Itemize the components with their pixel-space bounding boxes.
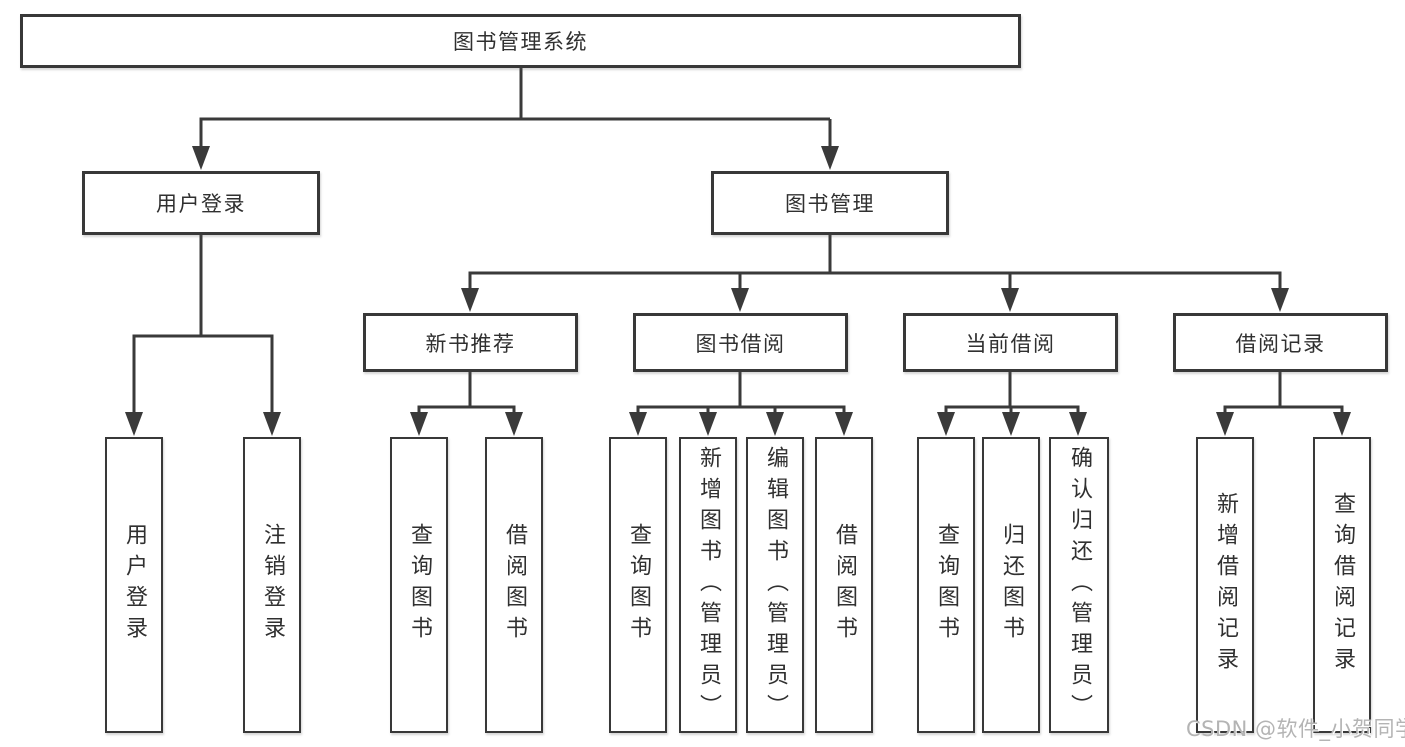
node-book-mgmt: 图书管理 bbox=[711, 171, 949, 235]
node-book-mgmt-label: 图书管理 bbox=[785, 192, 875, 216]
arrowhead bbox=[629, 412, 647, 436]
arrowhead bbox=[699, 412, 717, 436]
connector-current-bus bbox=[944, 372, 1080, 417]
arrowhead bbox=[766, 412, 784, 436]
connector-root-bus bbox=[199, 68, 832, 150]
node-new-book-rec-label: 新书推荐 bbox=[425, 331, 516, 356]
arrowhead bbox=[1001, 288, 1019, 312]
leaf-records-query-label: 查询借阅记录 bbox=[1330, 492, 1355, 678]
node-book-borrow-label: 图书借阅 bbox=[695, 331, 786, 356]
leaf-borrow-query: 查询图书 bbox=[609, 437, 667, 733]
leaf-current-confirm: 确认归还（管理员） bbox=[1049, 437, 1109, 733]
leaf-records-add: 新增借阅记录 bbox=[1196, 437, 1254, 733]
leaf-logout: 注销登录 bbox=[243, 437, 301, 733]
node-borrow-records: 借阅记录 bbox=[1173, 313, 1388, 372]
leaf-newbook-borrow: 借阅图书 bbox=[485, 437, 543, 733]
arrowhead bbox=[835, 412, 853, 436]
leaf-borrow-borrow-label: 借阅图书 bbox=[832, 523, 857, 647]
leaf-logout-label: 注销登录 bbox=[260, 523, 285, 647]
arrowheads bbox=[125, 146, 1351, 436]
connector-user-bus bbox=[132, 235, 274, 416]
connector-borrow-bus bbox=[636, 372, 846, 417]
leaf-newbook-query-label: 查询图书 bbox=[407, 523, 432, 647]
node-current-borrow-label: 当前借阅 bbox=[965, 331, 1056, 356]
leaf-borrow-edit-label: 编辑图书（管理员） bbox=[763, 445, 788, 725]
connector-lines bbox=[132, 68, 1344, 417]
node-root-label: 图书管理系统 bbox=[453, 30, 588, 54]
leaf-borrow-edit: 编辑图书（管理员） bbox=[746, 437, 804, 733]
arrowhead bbox=[1271, 288, 1289, 312]
connector-bookmgmt-bus bbox=[468, 235, 1282, 294]
arrowhead bbox=[125, 412, 143, 436]
node-new-book-rec: 新书推荐 bbox=[363, 313, 578, 372]
node-current-borrow: 当前借阅 bbox=[903, 313, 1118, 372]
leaf-borrow-add: 新增图书（管理员） bbox=[679, 437, 737, 733]
arrowhead bbox=[1333, 412, 1351, 436]
arrowhead bbox=[1069, 412, 1087, 436]
leaf-newbook-borrow-label: 借阅图书 bbox=[502, 523, 527, 647]
arrowhead bbox=[192, 146, 210, 170]
leaf-current-return: 归还图书 bbox=[982, 437, 1040, 733]
node-book-borrow: 图书借阅 bbox=[633, 313, 848, 372]
leaf-user-login-label: 用户登录 bbox=[122, 523, 147, 647]
leaf-borrow-add-label: 新增图书（管理员） bbox=[696, 445, 721, 725]
csdn-watermark: CSDN @软件_小贺同学 bbox=[1186, 717, 1405, 741]
node-user-login-label: 用户登录 bbox=[156, 192, 246, 216]
leaf-records-add-label: 新增借阅记录 bbox=[1213, 492, 1238, 678]
node-borrow-records-label: 借阅记录 bbox=[1235, 331, 1326, 356]
arrowhead bbox=[1216, 412, 1234, 436]
arrowhead bbox=[461, 288, 479, 312]
arrowhead bbox=[505, 412, 523, 436]
arrowhead bbox=[1002, 412, 1020, 436]
leaf-borrow-query-label: 查询图书 bbox=[626, 523, 651, 647]
leaf-current-query: 查询图书 bbox=[917, 437, 975, 733]
leaf-current-query-label: 查询图书 bbox=[934, 523, 959, 647]
leaf-newbook-query: 查询图书 bbox=[390, 437, 448, 733]
connector-newbook-bus bbox=[417, 372, 516, 417]
arrowhead bbox=[410, 412, 428, 436]
arrowhead bbox=[937, 412, 955, 436]
node-user-login: 用户登录 bbox=[82, 171, 320, 235]
arrowhead bbox=[263, 412, 281, 436]
arrowhead bbox=[731, 288, 749, 312]
leaf-borrow-borrow: 借阅图书 bbox=[815, 437, 873, 733]
connector-records-bus bbox=[1223, 372, 1344, 417]
node-root-system: 图书管理系统 bbox=[20, 14, 1021, 68]
leaf-current-confirm-label: 确认归还（管理员） bbox=[1067, 445, 1092, 725]
leaf-current-return-label: 归还图书 bbox=[999, 523, 1024, 647]
arrowhead bbox=[821, 146, 839, 170]
leaf-user-login: 用户登录 bbox=[105, 437, 163, 733]
leaf-records-query: 查询借阅记录 bbox=[1313, 437, 1371, 733]
